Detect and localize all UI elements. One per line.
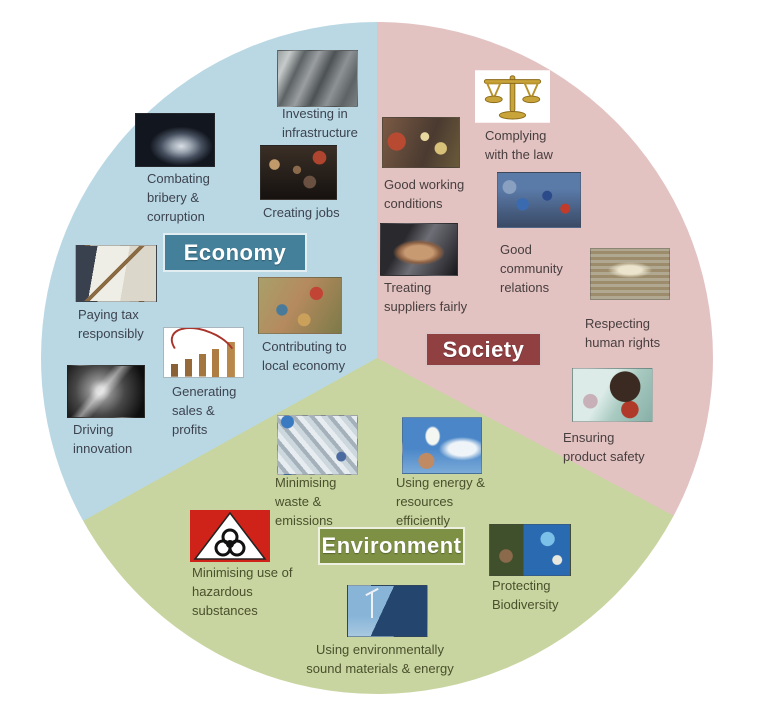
cfl-bulb-sky-image bbox=[402, 417, 482, 474]
machinery-image bbox=[67, 365, 145, 418]
scales-of-justice-label: Complying with the law bbox=[485, 128, 553, 162]
bribery-cash-image bbox=[135, 113, 215, 167]
assembly-hall-label: Respecting human rights bbox=[585, 316, 661, 350]
biohazard-warning-image bbox=[190, 510, 270, 562]
local-market-label: Contributing to local economy bbox=[262, 339, 347, 373]
scales-of-justice-icon bbox=[475, 70, 550, 123]
local-market-image bbox=[258, 277, 342, 334]
handshake-label: Treating suppliers fairly bbox=[384, 280, 468, 314]
product-inspection-image bbox=[572, 368, 653, 422]
plastic-waste-image bbox=[277, 415, 358, 475]
highway-interchange-image bbox=[277, 50, 358, 107]
community-crowd-image bbox=[497, 172, 581, 228]
tax-calculator-image bbox=[75, 245, 157, 302]
economy-sector-title: Economy bbox=[163, 233, 307, 272]
product-inspection-label: Ensuring product safety bbox=[563, 430, 645, 464]
plastic-waste-label: Minimising waste & emissions bbox=[275, 475, 337, 528]
assembly-hall-image bbox=[590, 248, 670, 300]
solar-wind-image bbox=[347, 585, 428, 637]
highway-interchange-label: Investing in infrastructure bbox=[282, 106, 358, 140]
solar-wind-label: Using environmentally sound materials & … bbox=[306, 642, 454, 676]
workers-image bbox=[382, 117, 460, 168]
machinery-label: Driving innovation bbox=[73, 422, 133, 456]
community-crowd-label: Good community relations bbox=[500, 242, 563, 295]
coin-stacks-label: Generating sales & profits bbox=[172, 384, 237, 437]
job-fair-crowd-label: Creating jobs bbox=[263, 205, 340, 220]
coin-stacks-image bbox=[163, 327, 244, 378]
scales-of-justice-image bbox=[475, 68, 550, 125]
cfl-bulb-sky-label: Using energy & resources efficiently bbox=[396, 475, 485, 528]
environment-sector-title: Environment bbox=[318, 527, 465, 565]
bribery-cash-label: Combating bribery & corruption bbox=[147, 171, 210, 224]
workers-label: Good working conditions bbox=[384, 177, 465, 211]
tax-calculator-label: Paying tax responsibly bbox=[78, 307, 144, 341]
job-fair-crowd-image bbox=[260, 145, 337, 200]
biohazard-warning-label: Minimising use of hazardous substances bbox=[192, 565, 293, 618]
society-sector-title: Society bbox=[425, 332, 542, 367]
biodiversity-collage-image bbox=[489, 524, 571, 576]
biodiversity-collage-label: Protecting Biodiversity bbox=[492, 578, 559, 612]
biohazard-icon bbox=[190, 510, 270, 562]
handshake-image bbox=[380, 223, 458, 276]
